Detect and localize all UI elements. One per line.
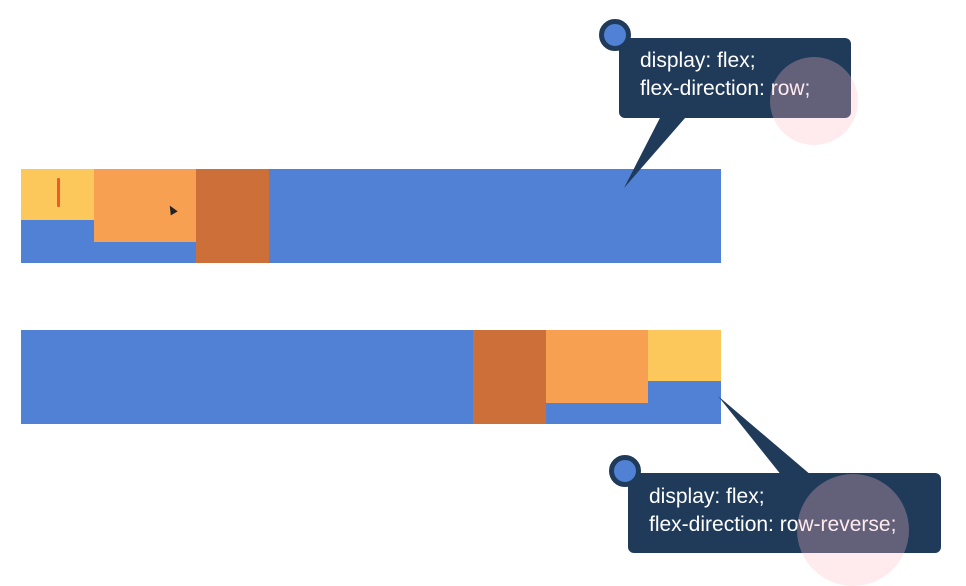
callout-row-reverse-tail: [718, 396, 818, 481]
callout-row-tail: [624, 110, 692, 188]
callout-row-reverse: display: flex; flex-direction: row-rever…: [628, 473, 941, 553]
callout-row-display-text: display: flex;: [640, 49, 756, 72]
flex-container-row-reverse: [21, 330, 721, 424]
flex-item-3: [473, 330, 546, 424]
callout-row-direction-text: flex-direction: row;: [640, 77, 811, 100]
callout-row: display: flex; flex-direction: row;: [619, 38, 851, 118]
flex-item-2: [94, 169, 196, 242]
text-cursor-icon: [57, 178, 60, 207]
callout-row-reverse-direction-text: flex-direction: row-reverse;: [649, 513, 897, 536]
callout-row-dot-icon: [599, 19, 631, 51]
flex-item-2: [546, 330, 648, 403]
callout-row-reverse-dot-icon: [609, 455, 641, 487]
callout-row-reverse-display-text: display: flex;: [649, 485, 765, 508]
flex-item-1: [21, 169, 94, 220]
flex-container-row: [21, 169, 721, 263]
flex-item-1: [648, 330, 721, 381]
flex-item-3: [196, 169, 269, 263]
